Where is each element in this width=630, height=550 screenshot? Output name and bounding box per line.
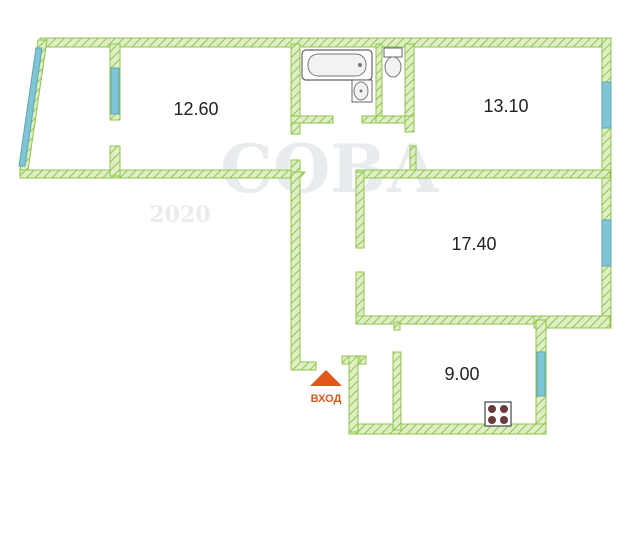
wall-top bbox=[39, 37, 611, 48]
wall-kitchen-bottom bbox=[348, 423, 547, 435]
wall-kitchen-left bbox=[392, 351, 402, 431]
stove-icon bbox=[484, 401, 512, 427]
watermark-brand: СОВА bbox=[220, 130, 440, 208]
wall-room1-right bbox=[290, 43, 301, 135]
window-kitchen bbox=[536, 351, 546, 397]
sink-icon bbox=[351, 79, 373, 103]
wall-room3-left-lower bbox=[355, 271, 365, 323]
wall-room1-left-lower bbox=[109, 145, 121, 177]
wall-vestibule-right bbox=[359, 355, 367, 365]
wall-room3-bottom bbox=[355, 315, 547, 325]
wall-wc-bottom bbox=[375, 115, 409, 124]
window-room1-inner bbox=[110, 67, 120, 115]
entry-marker: ВХОД bbox=[310, 370, 342, 405]
wall-bath-divider bbox=[375, 43, 383, 121]
entry-label: ВХОД bbox=[311, 393, 342, 405]
room-area-4: 9.00 bbox=[444, 364, 479, 384]
window-room3 bbox=[601, 219, 612, 267]
wall-wc-right-lower bbox=[404, 115, 415, 133]
room-area-2: 13.10 bbox=[483, 96, 528, 116]
wall-wc-right-upper bbox=[404, 43, 415, 121]
windows bbox=[18, 47, 612, 397]
window-left bbox=[18, 47, 43, 167]
wall-corridor-left bbox=[290, 171, 317, 371]
wall-bath-bottom-left bbox=[290, 115, 334, 124]
triangle-up-icon bbox=[310, 370, 342, 386]
wall-room3-bottom-right bbox=[533, 315, 611, 329]
wall-kitchen-top-stub bbox=[393, 321, 401, 331]
wall-left-bottom bbox=[19, 169, 121, 179]
room-area-3: 17.40 bbox=[451, 234, 496, 254]
window-room2 bbox=[601, 81, 612, 129]
wall-vestibule-left bbox=[348, 355, 359, 433]
bathtub-icon bbox=[301, 49, 373, 81]
toilet-icon bbox=[383, 47, 403, 78]
wall-room3-left-upper bbox=[355, 171, 365, 249]
wall-room2-bottom bbox=[355, 169, 611, 179]
wall-mid-bottom bbox=[119, 169, 293, 179]
watermark: СОВА 2020 bbox=[149, 130, 440, 228]
room-area-1: 12.60 bbox=[173, 99, 218, 119]
watermark-year: 2020 bbox=[149, 202, 210, 228]
